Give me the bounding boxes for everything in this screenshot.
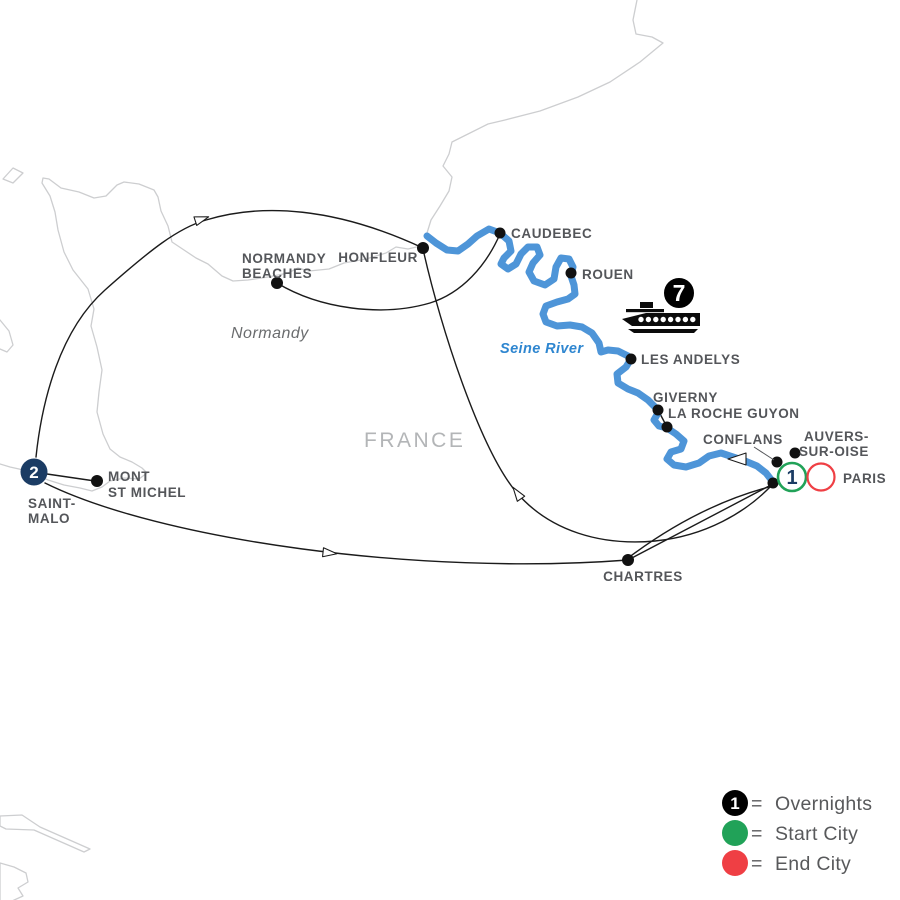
label-la-roche-guyon: LA ROCHE GUYON	[668, 406, 800, 421]
marker-embarkation: 1	[776, 461, 808, 493]
label-saint-malo-1: SAINT-	[28, 496, 76, 511]
dot-embarkation	[767, 477, 779, 489]
coastline-group	[0, 0, 664, 900]
coastline-normandy-brittany	[0, 177, 426, 492]
route-saint-malo-mont-st-michel	[46, 473, 96, 482]
legend-equals-2: =	[751, 823, 763, 845]
coastline-island-northwest	[2, 167, 24, 184]
dot-la-roche-guyon	[661, 421, 673, 433]
dot-caudebec	[494, 227, 506, 239]
label-auvers-2: SUR-OISE	[799, 444, 869, 459]
coastline-sliver-southwest	[0, 814, 91, 853]
coastline-blob-southwest	[0, 862, 29, 900]
legend-end-city-label: End City	[775, 853, 851, 875]
saint-malo-overnight-circle	[20, 458, 48, 486]
dot-conflans	[771, 456, 783, 468]
legend-start-city-label: Start City	[775, 823, 858, 845]
dot-les-andelys	[625, 353, 637, 365]
legend-equals-3: =	[751, 853, 763, 875]
route-saint-malo-honfleur-loop	[35, 209, 424, 458]
seine-river-path	[423, 225, 777, 486]
dot-chartres	[622, 554, 634, 566]
map-labels: CAUDEBEC ROUEN HONFLEUR NORMANDY BEACHES…	[28, 226, 886, 584]
label-auvers-1: AUVERS-	[804, 429, 869, 444]
legend-equals-1: =	[751, 793, 763, 815]
dot-auvers-sur-oise	[789, 447, 801, 459]
route-normandy-beaches-caudebec	[276, 233, 501, 311]
direction-arrows	[193, 216, 747, 558]
label-seine-river: Seine River	[500, 341, 584, 357]
label-normandy-region: Normandy	[231, 325, 309, 342]
arrow-loop-northbound	[193, 216, 210, 226]
label-saint-malo-2: MALO	[28, 511, 70, 526]
legend-overnights-icon	[722, 790, 748, 816]
label-giverny: GIVERNY	[653, 390, 718, 405]
route-honfleur-conflans	[422, 248, 772, 543]
label-chartres: CHARTRES	[603, 569, 683, 584]
dot-giverny	[652, 404, 664, 416]
saint-malo-overnight-count: 2	[29, 463, 38, 482]
label-paris: PARIS	[843, 471, 886, 486]
end-city-circle-paris	[806, 462, 836, 492]
ship-cabin	[640, 302, 653, 308]
ship-icon: 7	[622, 275, 700, 333]
label-mont-st-michel-1: MONT	[108, 469, 150, 484]
label-honfleur: HONFLEUR	[338, 250, 418, 265]
legend-overnights-number: 1	[730, 794, 739, 813]
coastline-fragment-west	[0, 319, 14, 353]
route-saint-malo-chartres	[44, 482, 629, 565]
arrow-river-westbound	[727, 452, 747, 466]
label-caudebec: CAUDEBEC	[511, 226, 592, 241]
route-group	[35, 209, 772, 565]
embarkation-overnight-count: 1	[786, 467, 797, 489]
dot-mont-st-michel	[91, 475, 103, 487]
label-les-andelys: LES ANDELYS	[641, 352, 740, 367]
legend-end-city-icon	[722, 850, 748, 876]
ship-keel	[628, 329, 698, 333]
legend-overnights-label: Overnights	[775, 793, 872, 815]
coastline-channel-north	[426, 0, 664, 234]
dot-honfleur	[417, 242, 429, 254]
cruise-overnights-badge	[661, 275, 697, 311]
route-chartres-conflans-a	[627, 484, 772, 561]
start-city-circle	[776, 461, 808, 493]
arrow-transfer-northwest	[512, 486, 526, 502]
ship-deck	[626, 309, 664, 313]
label-rouen: ROUEN	[582, 267, 634, 282]
leader-conflans	[753, 446, 775, 461]
label-normandy-beaches-1: NORMANDY	[242, 251, 326, 266]
label-conflans: CONFLANS	[703, 432, 783, 447]
city-dots	[91, 227, 801, 566]
dot-rouen	[565, 267, 577, 279]
label-mont-st-michel-2: ST MICHEL	[108, 485, 186, 500]
arrow-chartres-eastbound	[322, 547, 338, 558]
legend: 1 = Overnights = Start City = End City	[722, 790, 872, 876]
dot-normandy-beaches	[271, 277, 283, 289]
marker-saint-malo: 2	[20, 458, 48, 486]
cruise-overnights-count: 7	[673, 280, 686, 306]
ship-portholes	[638, 316, 696, 323]
legend-start-city-icon	[722, 820, 748, 846]
label-normandy-beaches-2: BEACHES	[242, 266, 312, 281]
label-france: FRANCE	[364, 429, 465, 452]
route-chartres-conflans-b	[627, 486, 770, 559]
